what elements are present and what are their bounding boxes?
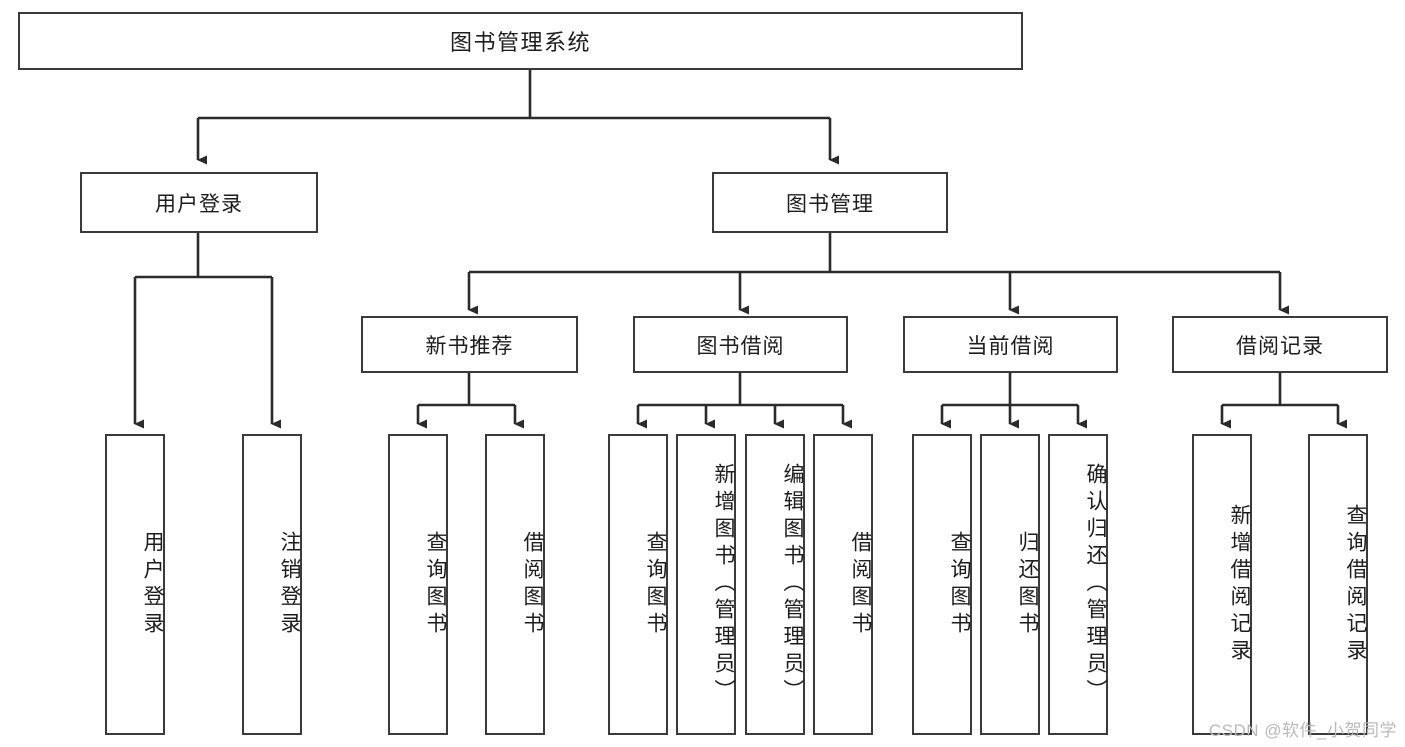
node-label: 图书管理系统 [449,30,591,55]
node-new-book-recommend[interactable]: 新书推荐 [361,316,578,373]
leaf-new-books-query[interactable]: 查询图书 [388,434,448,735]
node-label: 借阅图书 [521,530,544,639]
node-label: 图书管理 [786,192,874,216]
node-label: 借阅记录 [1236,334,1324,358]
node-label: 当前借阅 [966,334,1055,358]
node-label: 用户登录 [141,530,164,639]
node-borrow-records[interactable]: 借阅记录 [1172,316,1388,373]
node-label: 编辑图书（管理员） [781,463,804,706]
leaf-borrow-add-book-admin[interactable]: 新增图书（管理员） [676,434,736,735]
node-book-borrow[interactable]: 图书借阅 [633,316,848,373]
node-label: 查询图书 [948,530,971,639]
leaf-records-add-record[interactable]: 新增借阅记录 [1192,434,1252,735]
node-label: 查询图书 [424,530,447,639]
leaf-borrow-edit-book-admin[interactable]: 编辑图书（管理员） [745,434,805,735]
node-label: 图书借阅 [696,334,785,358]
node-user-login[interactable]: 用户登录 [80,172,318,233]
node-book-management[interactable]: 图书管理 [712,172,948,233]
leaf-user-logout[interactable]: 注销登录 [242,434,302,735]
node-current-borrow[interactable]: 当前借阅 [903,316,1118,373]
csdn-watermark: CSDN @软件_小贺同学 [1208,721,1397,740]
node-label: 归还图书 [1016,530,1039,639]
leaf-user-login[interactable]: 用户登录 [105,434,165,735]
node-label: 查询借阅记录 [1344,503,1367,666]
node-label: 查询图书 [644,530,667,639]
leaf-borrow-query-book[interactable]: 查询图书 [608,434,668,735]
leaf-current-return-book[interactable]: 归还图书 [980,434,1040,735]
node-label: 新增图书（管理员） [712,463,735,706]
node-label: 新书推荐 [425,334,514,358]
leaf-new-books-borrow[interactable]: 借阅图书 [485,434,545,735]
node-label: 注销登录 [278,530,301,639]
leaf-current-confirm-return-admin[interactable]: 确认归还（管理员） [1048,434,1108,735]
leaf-records-query-record[interactable]: 查询借阅记录 [1308,434,1368,735]
node-label: 借阅图书 [849,530,872,639]
node-label: 用户登录 [155,192,243,216]
leaf-borrow-borrow-book[interactable]: 借阅图书 [813,434,873,735]
node-root-system[interactable]: 图书管理系统 [18,12,1023,70]
node-label: 确认归还（管理员） [1084,463,1107,706]
node-label: 新增借阅记录 [1228,503,1251,666]
leaf-current-query-book[interactable]: 查询图书 [912,434,972,735]
